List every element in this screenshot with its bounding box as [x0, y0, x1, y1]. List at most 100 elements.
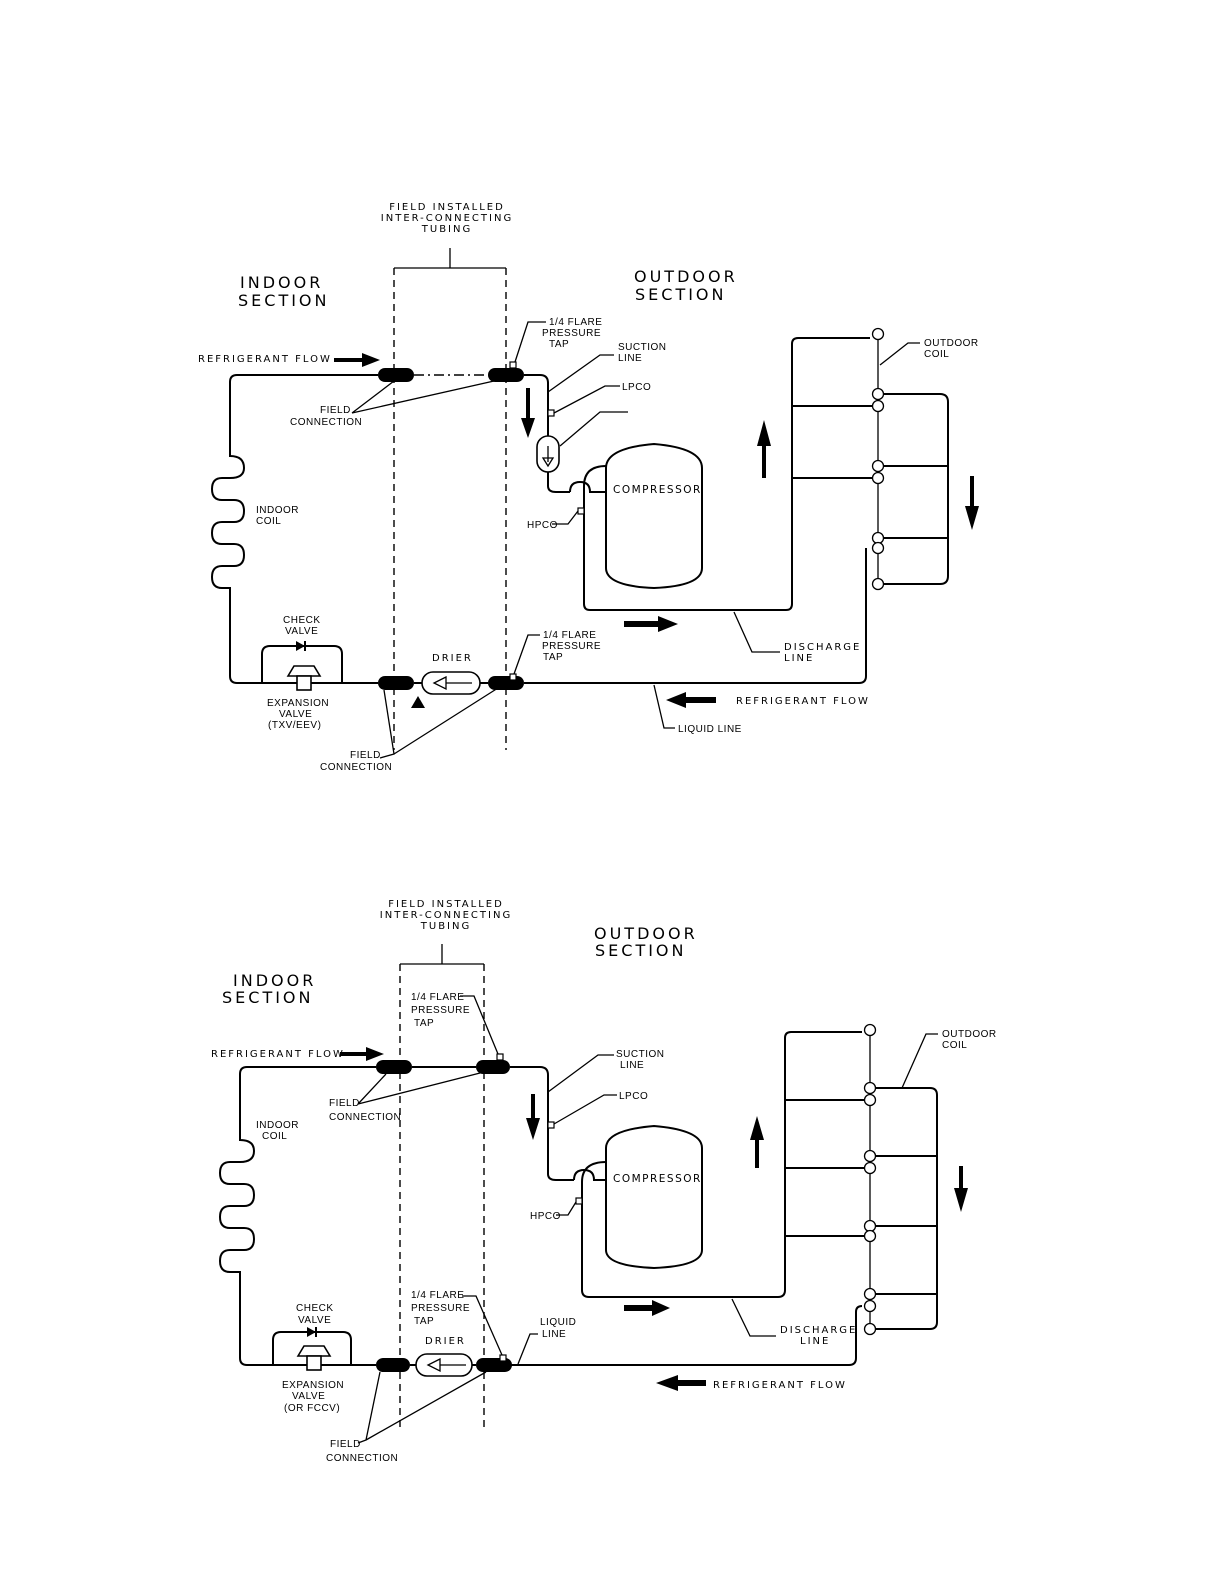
outdoor-section-label-line-2: SECTION	[635, 285, 727, 304]
flare-tap-upper-label-line-1: 1/4 FLARE	[549, 317, 602, 328]
liquid-line-label-line-2: LINE	[542, 1329, 566, 1340]
check-valve-label-line-2: VALVE	[298, 1315, 331, 1326]
outdoor-coil-top	[792, 327, 949, 591]
drier-arrow	[426, 1357, 466, 1373]
discharge-line-label-line-1: DISCHARGE	[780, 1325, 857, 1336]
compressor-shell	[605, 1124, 703, 1270]
flare-tap-upper-label-line-3: TAP	[414, 1018, 434, 1029]
outdoor-flow-arrow-up	[757, 420, 771, 478]
hpco-label: HPCO	[530, 1211, 561, 1222]
field-connection-indoor-liquid	[376, 1358, 410, 1372]
outdoor-section-label-line-1: OUTDOOR	[594, 924, 698, 943]
lpco-label: LPCO	[619, 1091, 648, 1102]
suction-line-leader	[547, 1054, 614, 1093]
diagram-bottom: FIELD INSTALLED INTER-CONNECTING TUBING …	[211, 899, 997, 1464]
expansion-valve-body	[296, 675, 312, 691]
expansion-valve-bonnet	[286, 665, 322, 677]
suction-line-label-line-2: LINE	[618, 353, 642, 364]
flare-tap-upper-leader	[460, 995, 499, 1055]
suction-line-leader	[547, 354, 614, 393]
flare-tap-upper-label-line-3: TAP	[549, 339, 569, 350]
compressor-label: COMPRESSOR	[613, 1173, 702, 1185]
lpco-leader	[553, 385, 620, 414]
lpco-leader	[553, 1094, 617, 1125]
liquid-line-leader	[653, 684, 675, 729]
lpco-label: LPCO	[622, 382, 651, 393]
field-connection-lower-label-line-1: FIELD	[350, 750, 381, 761]
compressor-suction-loop	[569, 480, 610, 493]
refrigerant-flow-arrow-left	[656, 1375, 706, 1391]
expansion-valve-body	[306, 1355, 322, 1371]
pressure-tap-liquid	[499, 1354, 507, 1362]
flare-tap-lower-leader	[462, 1295, 503, 1356]
hpco-leader	[556, 1201, 577, 1216]
liquid-line-label: LIQUID LINE	[678, 724, 742, 735]
pressure-tap-suction	[496, 1053, 504, 1061]
field-tubing-bracket	[394, 248, 506, 269]
refrigerant-flow-arrow-left	[666, 692, 716, 708]
field-connection-outdoor-suction	[476, 1060, 510, 1074]
field-installed-label-line-1: FIELD INSTALLED	[389, 202, 505, 213]
discharge-line-label-line-1: DISCHARGE	[784, 642, 861, 653]
suction-line-label-line-2: LINE	[620, 1060, 644, 1071]
outdoor-coil-leader	[901, 1033, 938, 1089]
lpco-switch	[547, 1121, 555, 1129]
refrigerant-flow-label-bottom: REFRIGERANT FLOW	[713, 1380, 847, 1391]
outdoor-flow-arrow-down	[965, 476, 979, 530]
field-connection-indoor-liquid	[378, 676, 414, 690]
outdoor-section-label-line-1: OUTDOOR	[634, 267, 738, 286]
flare-tap-lower-label-line-1: 1/4 FLARE	[411, 1290, 464, 1301]
outdoor-coil-label-line-1: OUTDOOR	[942, 1029, 997, 1040]
suction-line-label-line-1: SUCTION	[618, 342, 667, 353]
expansion-valve-label-line-2: VALVE	[292, 1391, 325, 1402]
liquid-line-leader	[517, 1333, 538, 1365]
refrigerant-flow-label-top: REFRIGERANT FLOW	[198, 354, 332, 365]
field-connection-upper-label-line-1: FIELD	[329, 1098, 360, 1109]
discharge-tube	[581, 1031, 862, 1298]
indoor-coil-label-line-1: INDOOR	[256, 1120, 299, 1131]
check-valve-symbol	[296, 641, 305, 651]
flare-tap-lower-leader	[513, 634, 540, 675]
indoor-section-label-line-1: INDOOR	[240, 273, 323, 292]
liquid-line-label-line-1: LIQUID	[540, 1317, 576, 1328]
pressure-tap-suction	[509, 361, 517, 369]
compressor-shell	[605, 442, 703, 590]
expansion-valve-label-line-3: (OR FCCV)	[284, 1403, 340, 1414]
indoor-coil-label-line-1: INDOOR	[256, 505, 299, 516]
field-installed-label-line-1: FIELD INSTALLED	[388, 899, 504, 910]
indoor-section-label-line-2: SECTION	[238, 291, 330, 310]
hpco-switch	[577, 507, 585, 515]
hpco-label: HPCO	[527, 520, 558, 531]
suction-tube-outdoor	[524, 374, 549, 436]
flare-tap-upper-label-line-2: PRESSURE	[411, 1005, 470, 1016]
suction-line-label-line-1: SUCTION	[616, 1049, 665, 1060]
check-valve-label-line-1: CHECK	[283, 615, 321, 626]
lpco-switch	[547, 409, 555, 417]
refrigerant-flow-arrow-right	[340, 1047, 384, 1061]
expansion-valve-label-line-1: EXPANSION	[267, 698, 329, 709]
expansion-valve-label-line-1: EXPANSION	[282, 1380, 344, 1391]
discharge-line-leader	[731, 1298, 776, 1337]
outdoor-coil-label-line-1: OUTDOOR	[924, 338, 979, 349]
flare-tap-upper-label-line-2: PRESSURE	[542, 328, 601, 339]
drier-arrow	[432, 675, 472, 691]
outdoor-coil-bottom	[785, 1023, 938, 1336]
flare-tap-lower-label-line-3: TAP	[543, 652, 563, 663]
discharge-line-label-line-2: LINE	[784, 653, 814, 664]
refrigerant-flow-label-top: REFRIGERANT FLOW	[211, 1049, 345, 1060]
compressor-suction-loop	[573, 1168, 610, 1181]
flare-tap-lower-label-line-2: PRESSURE	[411, 1303, 470, 1314]
field-connection-upper-label-line-2: CONNECTION	[290, 417, 362, 428]
outdoor-flow-arrow-up	[750, 1116, 764, 1168]
check-valve-symbol	[307, 1327, 316, 1337]
discharge-flow-arrow-right	[624, 616, 678, 632]
outdoor-section-label-line-2: SECTION	[595, 941, 687, 960]
accumulator-arrow	[541, 446, 555, 468]
indoor-coil-label-line-2: COIL	[256, 516, 281, 527]
field-installed-label-line-2: INTER-CONNECTING	[381, 213, 513, 224]
flare-tap-lower-label-line-2: PRESSURE	[542, 641, 601, 652]
indoor-coil-serpentine	[210, 440, 246, 600]
indoor-section-label-line-2: SECTION	[222, 988, 314, 1007]
indoor-suction-tube	[229, 374, 378, 440]
